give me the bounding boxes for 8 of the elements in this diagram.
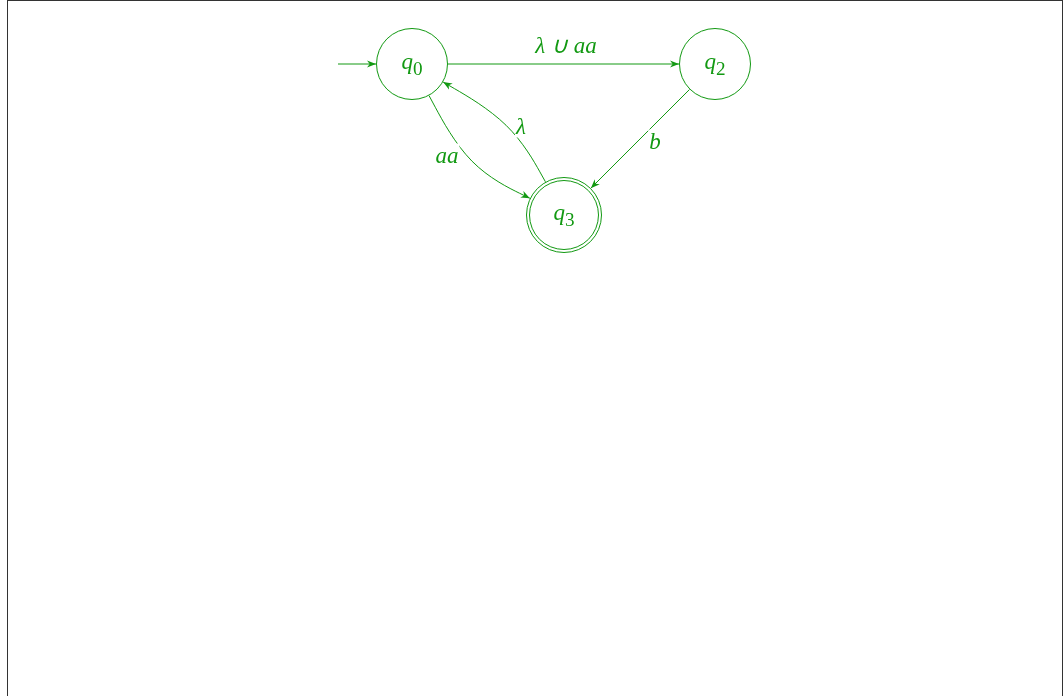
state-name: q$_{0}$ (401, 50, 423, 78)
state-name: q$_{3}$ (553, 201, 575, 229)
arrow (590, 88, 691, 189)
arrow (442, 81, 546, 183)
arrow (447, 60, 680, 68)
arrow (428, 95, 531, 199)
state-name: q$_{2}$ (704, 50, 726, 78)
arrow (337, 60, 377, 68)
